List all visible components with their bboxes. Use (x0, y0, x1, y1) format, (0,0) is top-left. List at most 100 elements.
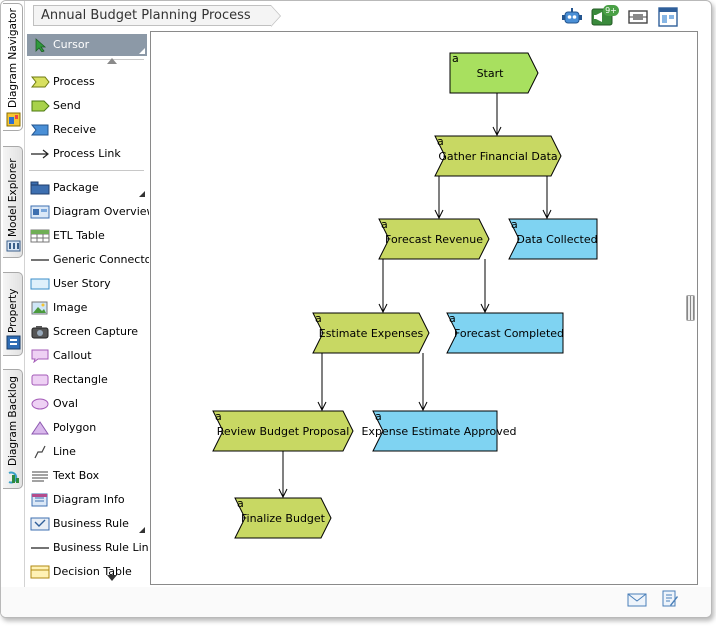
send-icon (31, 100, 50, 112)
splitter-grip[interactable] (686, 295, 695, 321)
decision-table-icon (30, 565, 50, 579)
line-connector-icon (31, 259, 49, 261)
polygon-icon (31, 421, 49, 435)
palette-item-diagram-info[interactable]: Diagram Info (27, 489, 147, 511)
palette-item-polygon[interactable]: Polygon (27, 417, 147, 439)
palette-item-package[interactable]: Package (27, 177, 147, 199)
palette-separator (29, 59, 144, 60)
node-shape (446, 312, 564, 354)
camera-icon (31, 326, 49, 339)
node-label: Start (477, 67, 505, 80)
palette-item-process[interactable]: Process (27, 71, 147, 93)
backlog-icon (8, 471, 19, 484)
more-tools-indicator-icon[interactable] (139, 191, 145, 197)
node-marker: a (381, 218, 388, 231)
palette-item-etl-table[interactable]: ETL Table (27, 225, 147, 247)
palette-scroll-down-icon[interactable] (107, 575, 117, 581)
palette-item-rectangle[interactable]: Rectangle (27, 369, 147, 391)
diagram-overview-icon (30, 205, 50, 219)
mail-icon[interactable] (627, 592, 647, 608)
palette-item-label: Screen Capture (53, 325, 139, 338)
model-explorer-icon (6, 240, 21, 252)
tab-model-explorer-label: Model Explorer (7, 158, 19, 237)
node-shape (434, 135, 562, 177)
palette-item-label: Image (53, 301, 88, 314)
palette-item-business-rule[interactable]: Business Rule (27, 513, 147, 535)
palette-item-user-story[interactable]: User Story (27, 273, 147, 295)
tab-diagram-backlog-label: Diagram Backlog (7, 376, 19, 466)
more-tools-indicator-icon[interactable] (139, 48, 145, 54)
palette-item-label: Callout (53, 349, 92, 362)
node-label: Forecast Completed (454, 327, 564, 340)
palette-scroll-up-icon[interactable] (107, 58, 117, 64)
palette-item-label: User Story (53, 277, 111, 290)
palette-item-line[interactable]: Line (27, 441, 147, 463)
rectangle-icon (31, 374, 49, 386)
node-label: Gather Financial Data (438, 150, 557, 163)
palette-item-label: Diagram Info (53, 493, 125, 506)
tab-diagram-backlog[interactable]: Diagram Backlog (3, 369, 23, 489)
line-connector-icon (31, 547, 49, 549)
palette-item-callout[interactable]: Callout (27, 345, 147, 367)
palette-item-label: Business Rule Link (53, 541, 149, 554)
node-label: Expense Estimate Approved (361, 425, 516, 438)
oval-icon (31, 398, 49, 410)
tab-diagram-navigator[interactable]: Diagram Navigator (3, 3, 23, 131)
node-marker: a (375, 410, 382, 423)
palette-item-process-link[interactable]: Process Link (27, 143, 147, 165)
tab-model-explorer[interactable]: Model Explorer (3, 146, 23, 258)
node-label: Finalize Budget (241, 512, 326, 525)
tab-property[interactable]: Property (3, 272, 23, 356)
diagram-title-breadcrumb[interactable]: Annual Budget Planning Process (33, 5, 281, 27)
node-label: Review Budget Proposal (217, 425, 350, 438)
navigator-icon (6, 112, 21, 127)
palette-item-oval[interactable]: Oval (27, 393, 147, 415)
announcement-button[interactable]: 9+ (591, 5, 619, 28)
palette-item-image[interactable]: Image (27, 297, 147, 319)
more-tools-indicator-icon[interactable] (139, 527, 145, 533)
palette-item-text-box[interactable]: Text Box (27, 465, 147, 487)
palette-item-label: Diagram Overview (53, 205, 149, 218)
node-marker: a (452, 52, 459, 65)
palette-item-generic-connector[interactable]: Generic Connector (27, 249, 149, 271)
status-bar (1, 587, 711, 617)
edit-document-icon[interactable] (661, 590, 679, 608)
image-icon (31, 301, 48, 315)
node-shape (449, 52, 539, 94)
palette-item-receive[interactable]: Receive (27, 119, 147, 141)
fit-diagram-icon[interactable] (627, 6, 649, 28)
palette-item-decision-table[interactable]: Decision Table (27, 561, 147, 581)
node-shape (212, 410, 354, 452)
palette-item-business-rule-link[interactable]: Business Rule Link (27, 537, 149, 559)
palette-item-label: Package (53, 181, 99, 194)
palette-item-cursor[interactable]: Cursor (27, 34, 147, 56)
receive-icon (30, 124, 49, 136)
cursor-icon (35, 38, 47, 52)
palette-item-label: Business Rule (53, 517, 129, 530)
robot-assistant-icon[interactable] (561, 6, 583, 28)
callout-icon (31, 349, 49, 363)
node-marker: a (437, 135, 444, 148)
palette-item-label: ETL Table (53, 229, 105, 242)
node-shape (372, 410, 498, 452)
palette-item-send[interactable]: Send (27, 95, 147, 117)
palette-item-screen-capture[interactable]: Screen Capture (27, 321, 147, 343)
palette-item-diagram-overview[interactable]: Diagram Overview (27, 201, 149, 223)
palette-item-label: Line (53, 445, 76, 458)
palette-item-label: Decision Table (53, 565, 132, 578)
tab-property-label: Property (7, 288, 19, 333)
window-layout-icon[interactable] (657, 6, 679, 28)
app-window: Diagram Navigator Model Explorer Propert… (0, 0, 712, 618)
node-label: Data Collected (516, 233, 597, 246)
line-icon (34, 445, 46, 459)
